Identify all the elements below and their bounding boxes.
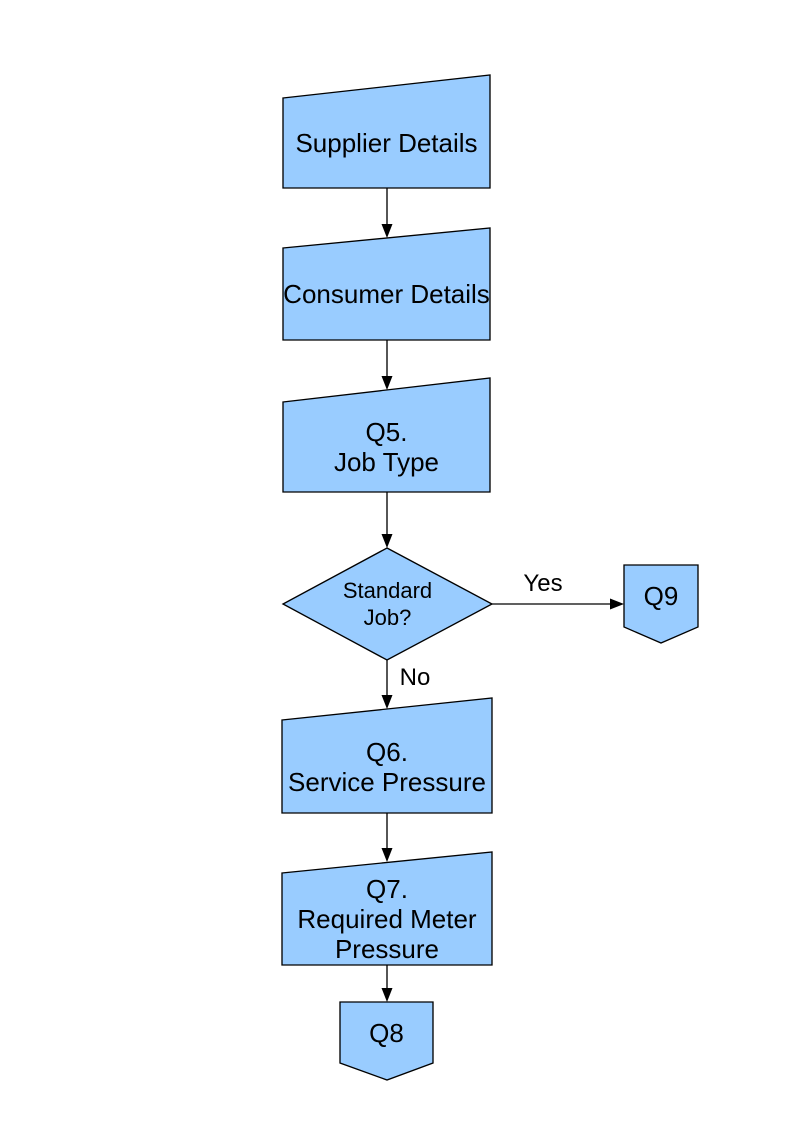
arrowhead-q7-to-q8 <box>381 988 393 1002</box>
node-standard-job-decision-shape <box>281 547 494 661</box>
node-supplier-details-shape <box>282 74 491 189</box>
arrowhead-yes-decision-to-q9 <box>610 598 624 610</box>
arrowhead-q6-to-q7 <box>381 848 393 862</box>
node-q7-required-meter-pressure-shape <box>281 851 493 966</box>
arrowhead-no-decision-to-q6 <box>381 695 393 709</box>
arrowhead-consumer-to-q5 <box>381 376 393 390</box>
node-q9-connector-shape <box>623 564 699 644</box>
node-q5-job-type-shape <box>282 377 491 493</box>
arrowhead-supplier-to-consumer <box>381 224 393 238</box>
arrowhead-q5-to-decision <box>381 534 393 548</box>
node-q8-connector-shape <box>339 1001 434 1081</box>
node-q6-service-pressure-shape <box>281 697 493 814</box>
node-consumer-details-shape <box>282 227 491 341</box>
